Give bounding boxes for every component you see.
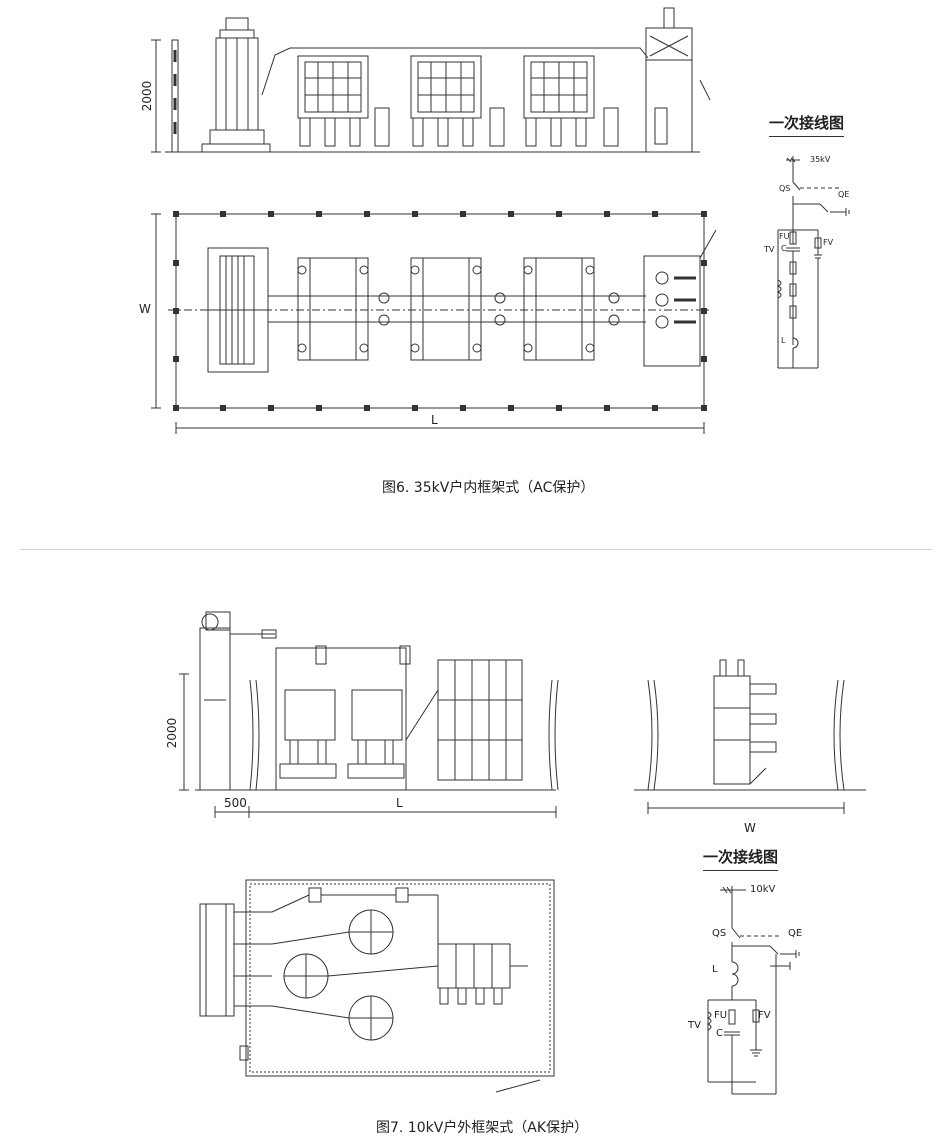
- fig6-front-bank-3: [523, 55, 619, 147]
- fig7-qe-label: QE: [788, 928, 803, 939]
- fig6-schematic: [776, 156, 850, 369]
- fig6-plan-bank-1: [297, 257, 390, 361]
- fig6-qe-label: QE: [838, 190, 850, 199]
- fig6-plan-bank-3: [523, 257, 620, 361]
- fig7-end-elevation: [634, 659, 866, 814]
- fig6-fu-label: FU: [779, 232, 790, 241]
- figure6-drawing: [151, 7, 850, 434]
- fig6-caption: 图6. 35kV户内框架式（AC保护）: [382, 480, 595, 496]
- fig6-qs-label: QS: [779, 184, 791, 193]
- fig6-front-bank-1: [297, 55, 390, 147]
- fig7-schematic: [706, 886, 800, 1095]
- fig6-front-elevation: [151, 7, 711, 153]
- fig6-plan-view: [151, 211, 717, 434]
- fig7-height-label: 2000: [165, 717, 179, 749]
- fig7-plan-view: [199, 879, 555, 1093]
- fig6-plan-bank-2: [410, 257, 506, 361]
- fig7-offset-label: 500: [224, 796, 247, 810]
- fig7-fv-label: FV: [758, 1010, 771, 1021]
- section-divider: [20, 549, 932, 550]
- fig7-caption: 图7. 10kV户外框架式（AK保护）: [376, 1120, 589, 1136]
- fig6-voltage-label: 35kV: [810, 155, 831, 164]
- fig6-tv-label: TV: [764, 245, 775, 254]
- fig7-width-label: W: [744, 821, 756, 835]
- fig6-length-label: L: [431, 413, 438, 427]
- fig7-schematic-title: 一次接线图: [703, 848, 779, 871]
- fig6-fv-label: FV: [823, 238, 834, 247]
- fig7-l-label: L: [712, 964, 718, 975]
- fig7-qs-label: QS: [712, 928, 727, 939]
- fig7-voltage-label: 10kV: [750, 884, 776, 895]
- fig7-fu-label: FU: [714, 1010, 728, 1021]
- fig7-side-elevation: [179, 611, 559, 818]
- fig6-front-bank-2: [410, 55, 505, 147]
- fig6-c-label: C: [781, 244, 787, 253]
- fig7-length-label: L: [396, 796, 403, 810]
- fig6-schematic-title: 一次接线图: [769, 114, 845, 137]
- fig6-l-label: L: [781, 336, 786, 345]
- fig7-c-label: C: [716, 1028, 723, 1039]
- fig6-width-label: W: [139, 302, 151, 316]
- fig7-tv-label: TV: [688, 1020, 701, 1031]
